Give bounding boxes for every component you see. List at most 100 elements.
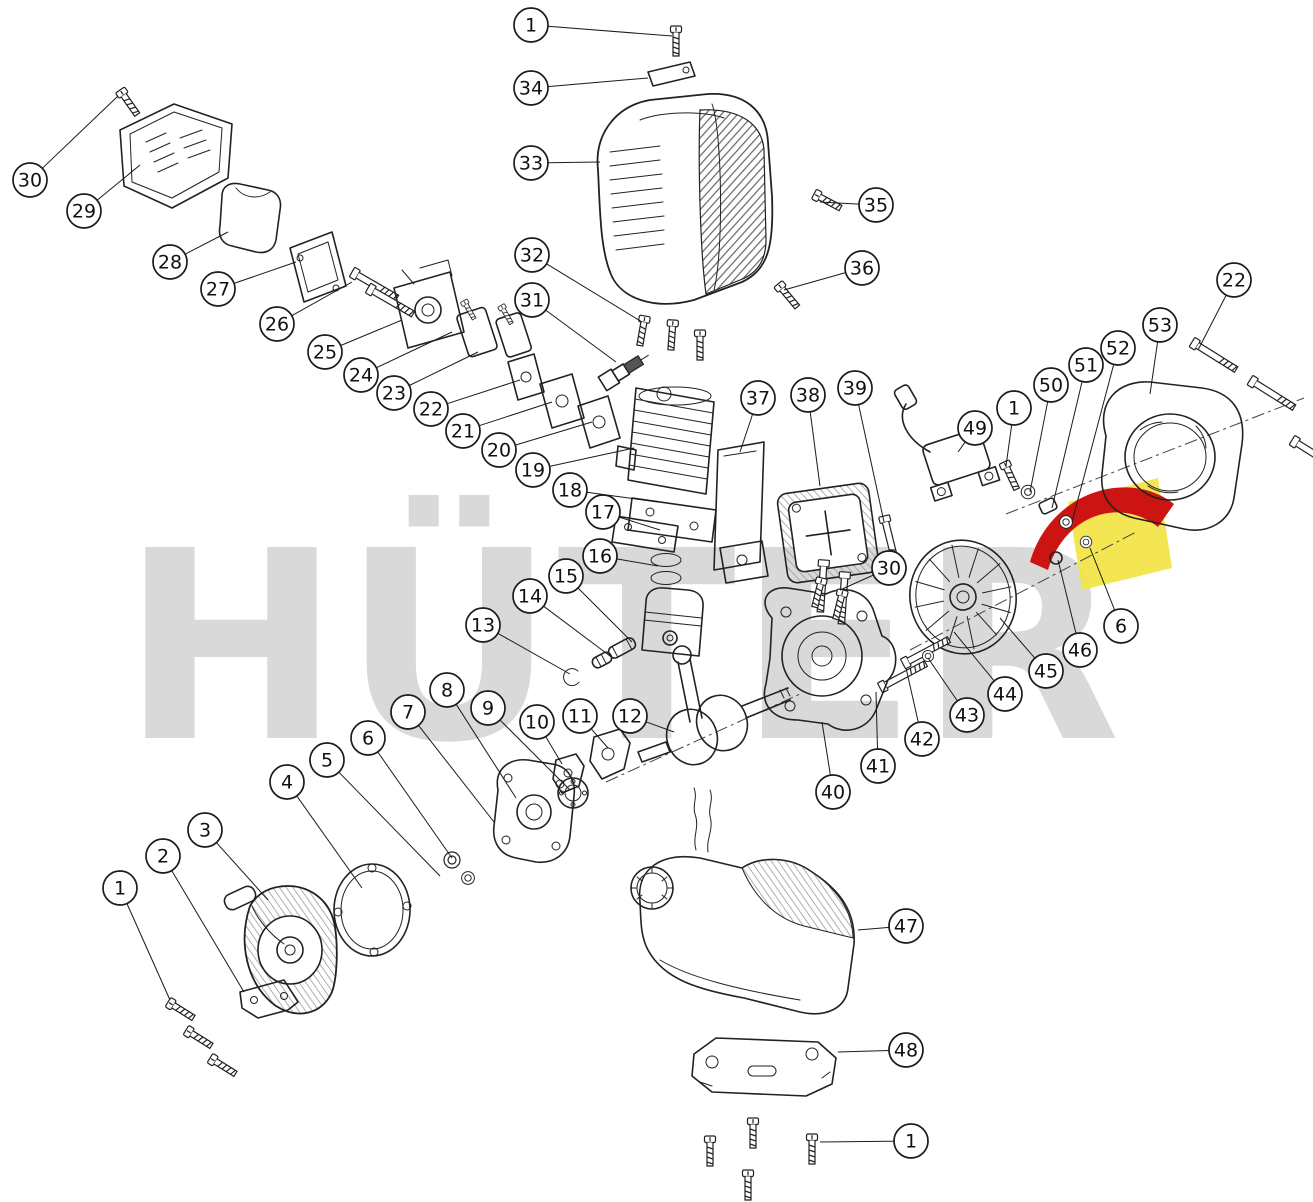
callout-50-30: 50 [1029, 367, 1069, 493]
callout-balloon [1103, 608, 1139, 644]
callout-balloon [1068, 347, 1104, 383]
part-cover-bracket [647, 61, 696, 87]
callout-balloon [1216, 262, 1252, 298]
callout-leader-line [819, 201, 860, 205]
callout-leader-line [616, 558, 659, 567]
callout-leader-line [1197, 294, 1227, 351]
callout-number: 37 [746, 388, 770, 410]
part-flywheel [909, 539, 1017, 655]
callout-44-39: 44 [953, 631, 1023, 712]
part-base-gasket [611, 515, 679, 553]
callout-leader-line [543, 605, 611, 657]
part-starter-screws [164, 996, 239, 1080]
part-intake-gasket [577, 395, 621, 449]
callout-53-33: 53 [1142, 307, 1178, 395]
callout-number: 24 [349, 365, 373, 387]
callout-30-5: 30 [12, 95, 119, 198]
callout-number: 47 [894, 916, 918, 938]
callout-number: 25 [313, 342, 337, 364]
part-cylinder [615, 386, 715, 495]
callout-11-45: 11 [562, 698, 609, 749]
callout-balloon [514, 282, 550, 318]
callout-leader-line [545, 736, 563, 765]
callout-leader-line [499, 719, 571, 791]
part-spark-plug [597, 354, 649, 392]
callout-number: 39 [843, 378, 867, 400]
callout-balloon [1033, 367, 1069, 403]
callout-number: 36 [850, 258, 874, 280]
callout-leader-line [645, 721, 675, 733]
callout-8-48: 8 [429, 672, 517, 799]
callout-leader-line [1051, 381, 1083, 509]
callout-balloon [269, 764, 305, 800]
callout-leader-line [377, 751, 453, 859]
callout-40-43: 40 [815, 721, 851, 810]
callout-32-23: 32 [514, 237, 643, 323]
callout-19-16: 19 [515, 447, 635, 488]
callout-balloon [552, 472, 588, 508]
callout-number: 29 [72, 201, 96, 223]
callout-17-18: 17 [585, 494, 661, 531]
callout-number: 40 [821, 782, 845, 804]
part-engine-cover [596, 93, 774, 305]
callout-leader-line [515, 421, 593, 446]
callout-number: 5 [321, 750, 333, 772]
callout-leader-line [783, 272, 846, 291]
part-tank-plate [691, 1037, 837, 1097]
part-muffler [776, 482, 880, 584]
callout-leader-line [546, 263, 643, 323]
callout-leader-line [549, 447, 635, 467]
part-carb-gasket [507, 353, 545, 401]
part-screw-35 [810, 188, 844, 214]
callout-number: 1 [114, 878, 126, 900]
callout-number: 31 [520, 290, 544, 312]
callout-47-56: 47 [857, 908, 924, 944]
callout-leader-line [875, 691, 878, 750]
callout-37-25: 37 [739, 380, 776, 453]
callout-number: 52 [1106, 338, 1130, 360]
callout-leader-line [96, 164, 141, 201]
callout-number: 12 [618, 706, 642, 728]
callout-48-57: 48 [837, 1032, 924, 1068]
callout-leader-line [126, 903, 171, 1001]
callout-42-41: 42 [904, 667, 940, 757]
callout-38-26: 38 [790, 377, 826, 487]
callout-balloon [888, 1032, 924, 1068]
callout-balloon [350, 720, 386, 756]
callout-balloon [102, 870, 138, 906]
callout-leader-line [338, 771, 441, 877]
callout-balloon [1142, 307, 1178, 343]
callout-number: 48 [894, 1040, 918, 1062]
callout-number: 41 [866, 756, 890, 778]
part-cylinder-gasket [627, 497, 717, 543]
callout-4-52: 4 [269, 764, 363, 889]
callout-1-55: 1 [102, 870, 171, 1001]
callout-leader-line [809, 411, 821, 487]
callout-balloon [465, 607, 501, 643]
callout-23-12: 23 [376, 351, 479, 411]
callout-balloon [519, 704, 555, 740]
callout-number: 2 [157, 846, 169, 868]
callout-number: 13 [471, 615, 495, 637]
callout-number: 19 [521, 460, 545, 482]
callout-number: 49 [963, 418, 987, 440]
callout-5-51: 5 [309, 742, 441, 877]
callout-leader-line [171, 870, 245, 993]
callout-10-46: 10 [519, 704, 563, 765]
callout-balloon [481, 432, 517, 468]
callout-number: 6 [362, 728, 374, 750]
callout-52-32: 52 [1071, 330, 1136, 523]
callout-balloon [904, 721, 940, 757]
callout-34-1: 34 [513, 70, 649, 106]
callout-20-15: 20 [481, 421, 593, 468]
callout-leader-line [547, 25, 673, 37]
part-airbox-screw [114, 86, 143, 119]
callout-balloon [815, 774, 851, 810]
callout-30-35: 30 [839, 550, 907, 591]
callout-18-17: 18 [552, 472, 659, 508]
callout-balloon [390, 694, 426, 730]
part-intake-insulator [539, 373, 585, 429]
callout-balloon [512, 578, 548, 614]
callout-balloon [740, 380, 776, 416]
